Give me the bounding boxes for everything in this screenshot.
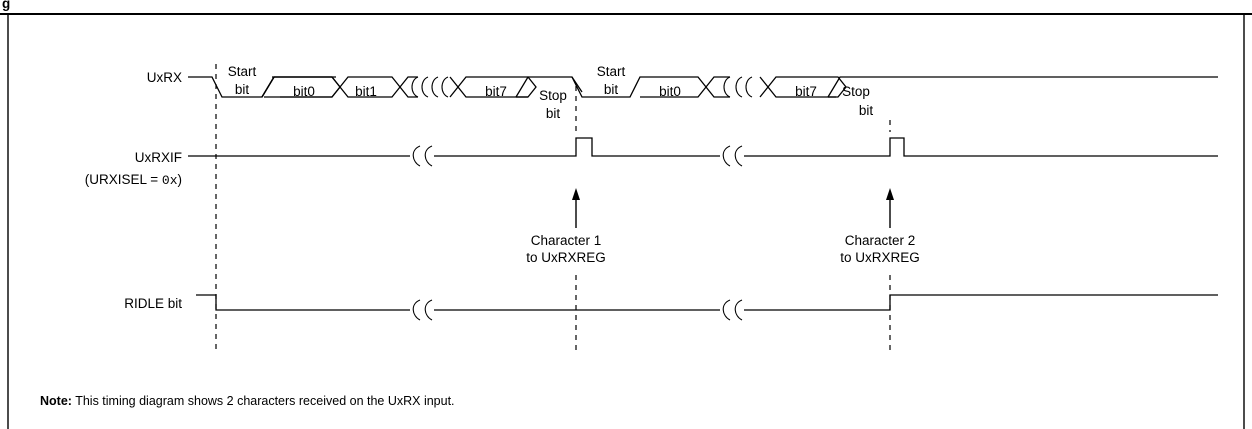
f2-start-line2: bit <box>604 82 619 97</box>
f2-start-line1: Start <box>597 64 626 79</box>
char1-label-line2: to UxRXREG <box>526 250 606 265</box>
char1-arrow <box>572 188 580 228</box>
diagram-note: Note: This timing diagram shows 2 charac… <box>40 394 455 408</box>
char2-label-line2: to UxRXREG <box>840 250 920 265</box>
ridle-waveform <box>196 294 1218 321</box>
uxrxif-label: UxRXIF <box>135 150 182 165</box>
f1-bit1: bit1 <box>355 84 377 99</box>
char2-label-line1: Character 2 <box>845 233 916 248</box>
char1-label-line1: Character 1 <box>531 233 602 248</box>
f1-bit0: bit0 <box>293 84 315 99</box>
f1-bit7: bit7 <box>485 84 507 99</box>
figure-title-fragment: g <box>2 0 10 11</box>
urxisel-note: (URXISEL = 0x) <box>85 172 182 188</box>
ridle-label: RIDLE bit <box>124 296 182 311</box>
uxrx-waveform <box>188 76 1218 98</box>
f2-bit0: bit0 <box>659 84 681 99</box>
f2-stop-line1: Stop <box>842 84 870 99</box>
figure-border <box>7 14 1245 429</box>
uxrx-label: UxRX <box>147 70 182 85</box>
f1-stop-line2: bit <box>546 106 561 121</box>
f1-stop-line1: Stop <box>539 88 567 103</box>
f1-start-line1: Start <box>228 64 257 79</box>
f2-stop-line2: bit <box>859 103 874 118</box>
f1-start-line2: bit <box>235 82 250 97</box>
uxrxif-waveform <box>188 137 1218 167</box>
f2-bit7: bit7 <box>795 84 817 99</box>
char2-arrow <box>886 188 894 228</box>
